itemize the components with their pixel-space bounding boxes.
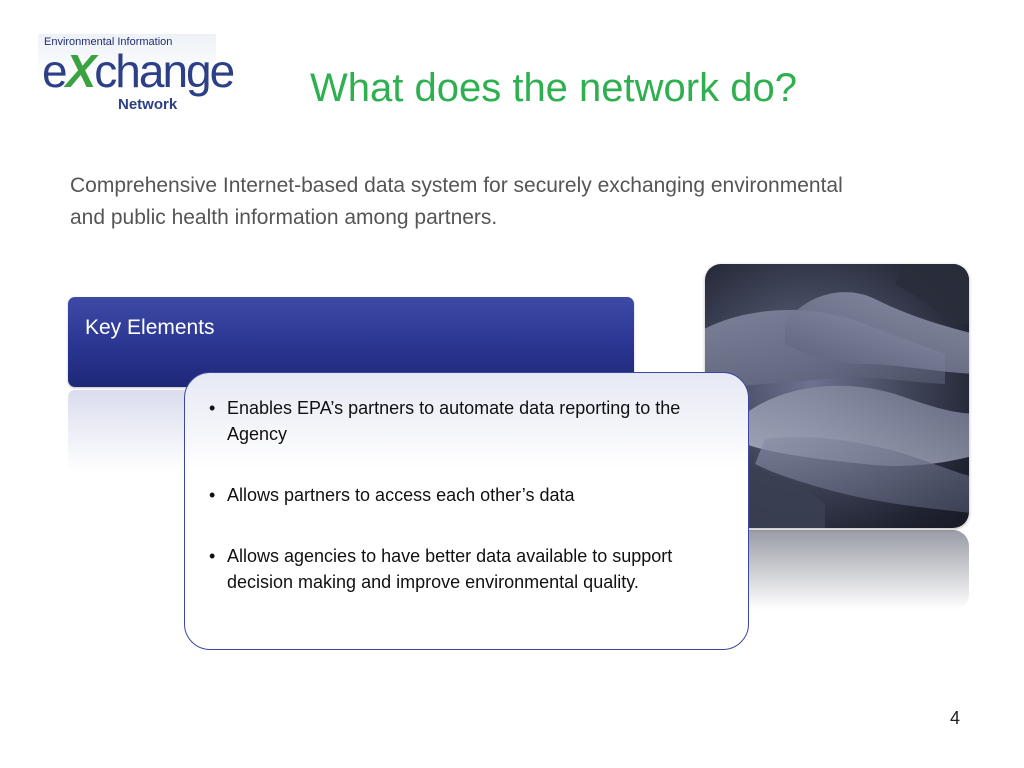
bullet-text: Allows agencies to have better data avai… <box>227 546 673 592</box>
slide-title: What does the network do? <box>310 66 797 110</box>
logo-tagline: Environmental Information <box>44 36 173 48</box>
exchange-network-logo: Environmental Information eXchange Netwo… <box>38 34 235 116</box>
key-elements-list: • Enables EPA’s partners to automate dat… <box>199 395 729 630</box>
photo-reflection <box>705 530 969 610</box>
bullet-icon: • <box>209 398 216 418</box>
list-item: • Enables EPA’s partners to automate dat… <box>199 395 729 447</box>
list-item: • Allows partners to access each other’s… <box>199 482 729 508</box>
page-number: 4 <box>950 708 961 728</box>
key-elements-panel: • Enables EPA’s partners to automate dat… <box>184 372 749 650</box>
bullet-text: Enables EPA’s partners to automate data … <box>227 398 681 444</box>
bullet-text: Allows partners to access each other’s d… <box>227 485 575 505</box>
logo-letter-x: X <box>65 45 97 97</box>
logo-wordmark: eXchange <box>42 45 235 97</box>
bullet-icon: • <box>209 546 216 566</box>
key-elements-label: Key Elements <box>85 316 215 339</box>
logo-network-label: Network <box>118 96 178 113</box>
intro-text: Comprehensive Internet-based data system… <box>70 174 843 229</box>
hands-photo-icon <box>705 264 969 528</box>
list-item: • Allows agencies to have better data av… <box>199 543 729 595</box>
logo-letter-e: e <box>42 45 68 97</box>
bullet-icon: • <box>209 485 216 505</box>
logo-word-rest: change <box>94 45 235 97</box>
